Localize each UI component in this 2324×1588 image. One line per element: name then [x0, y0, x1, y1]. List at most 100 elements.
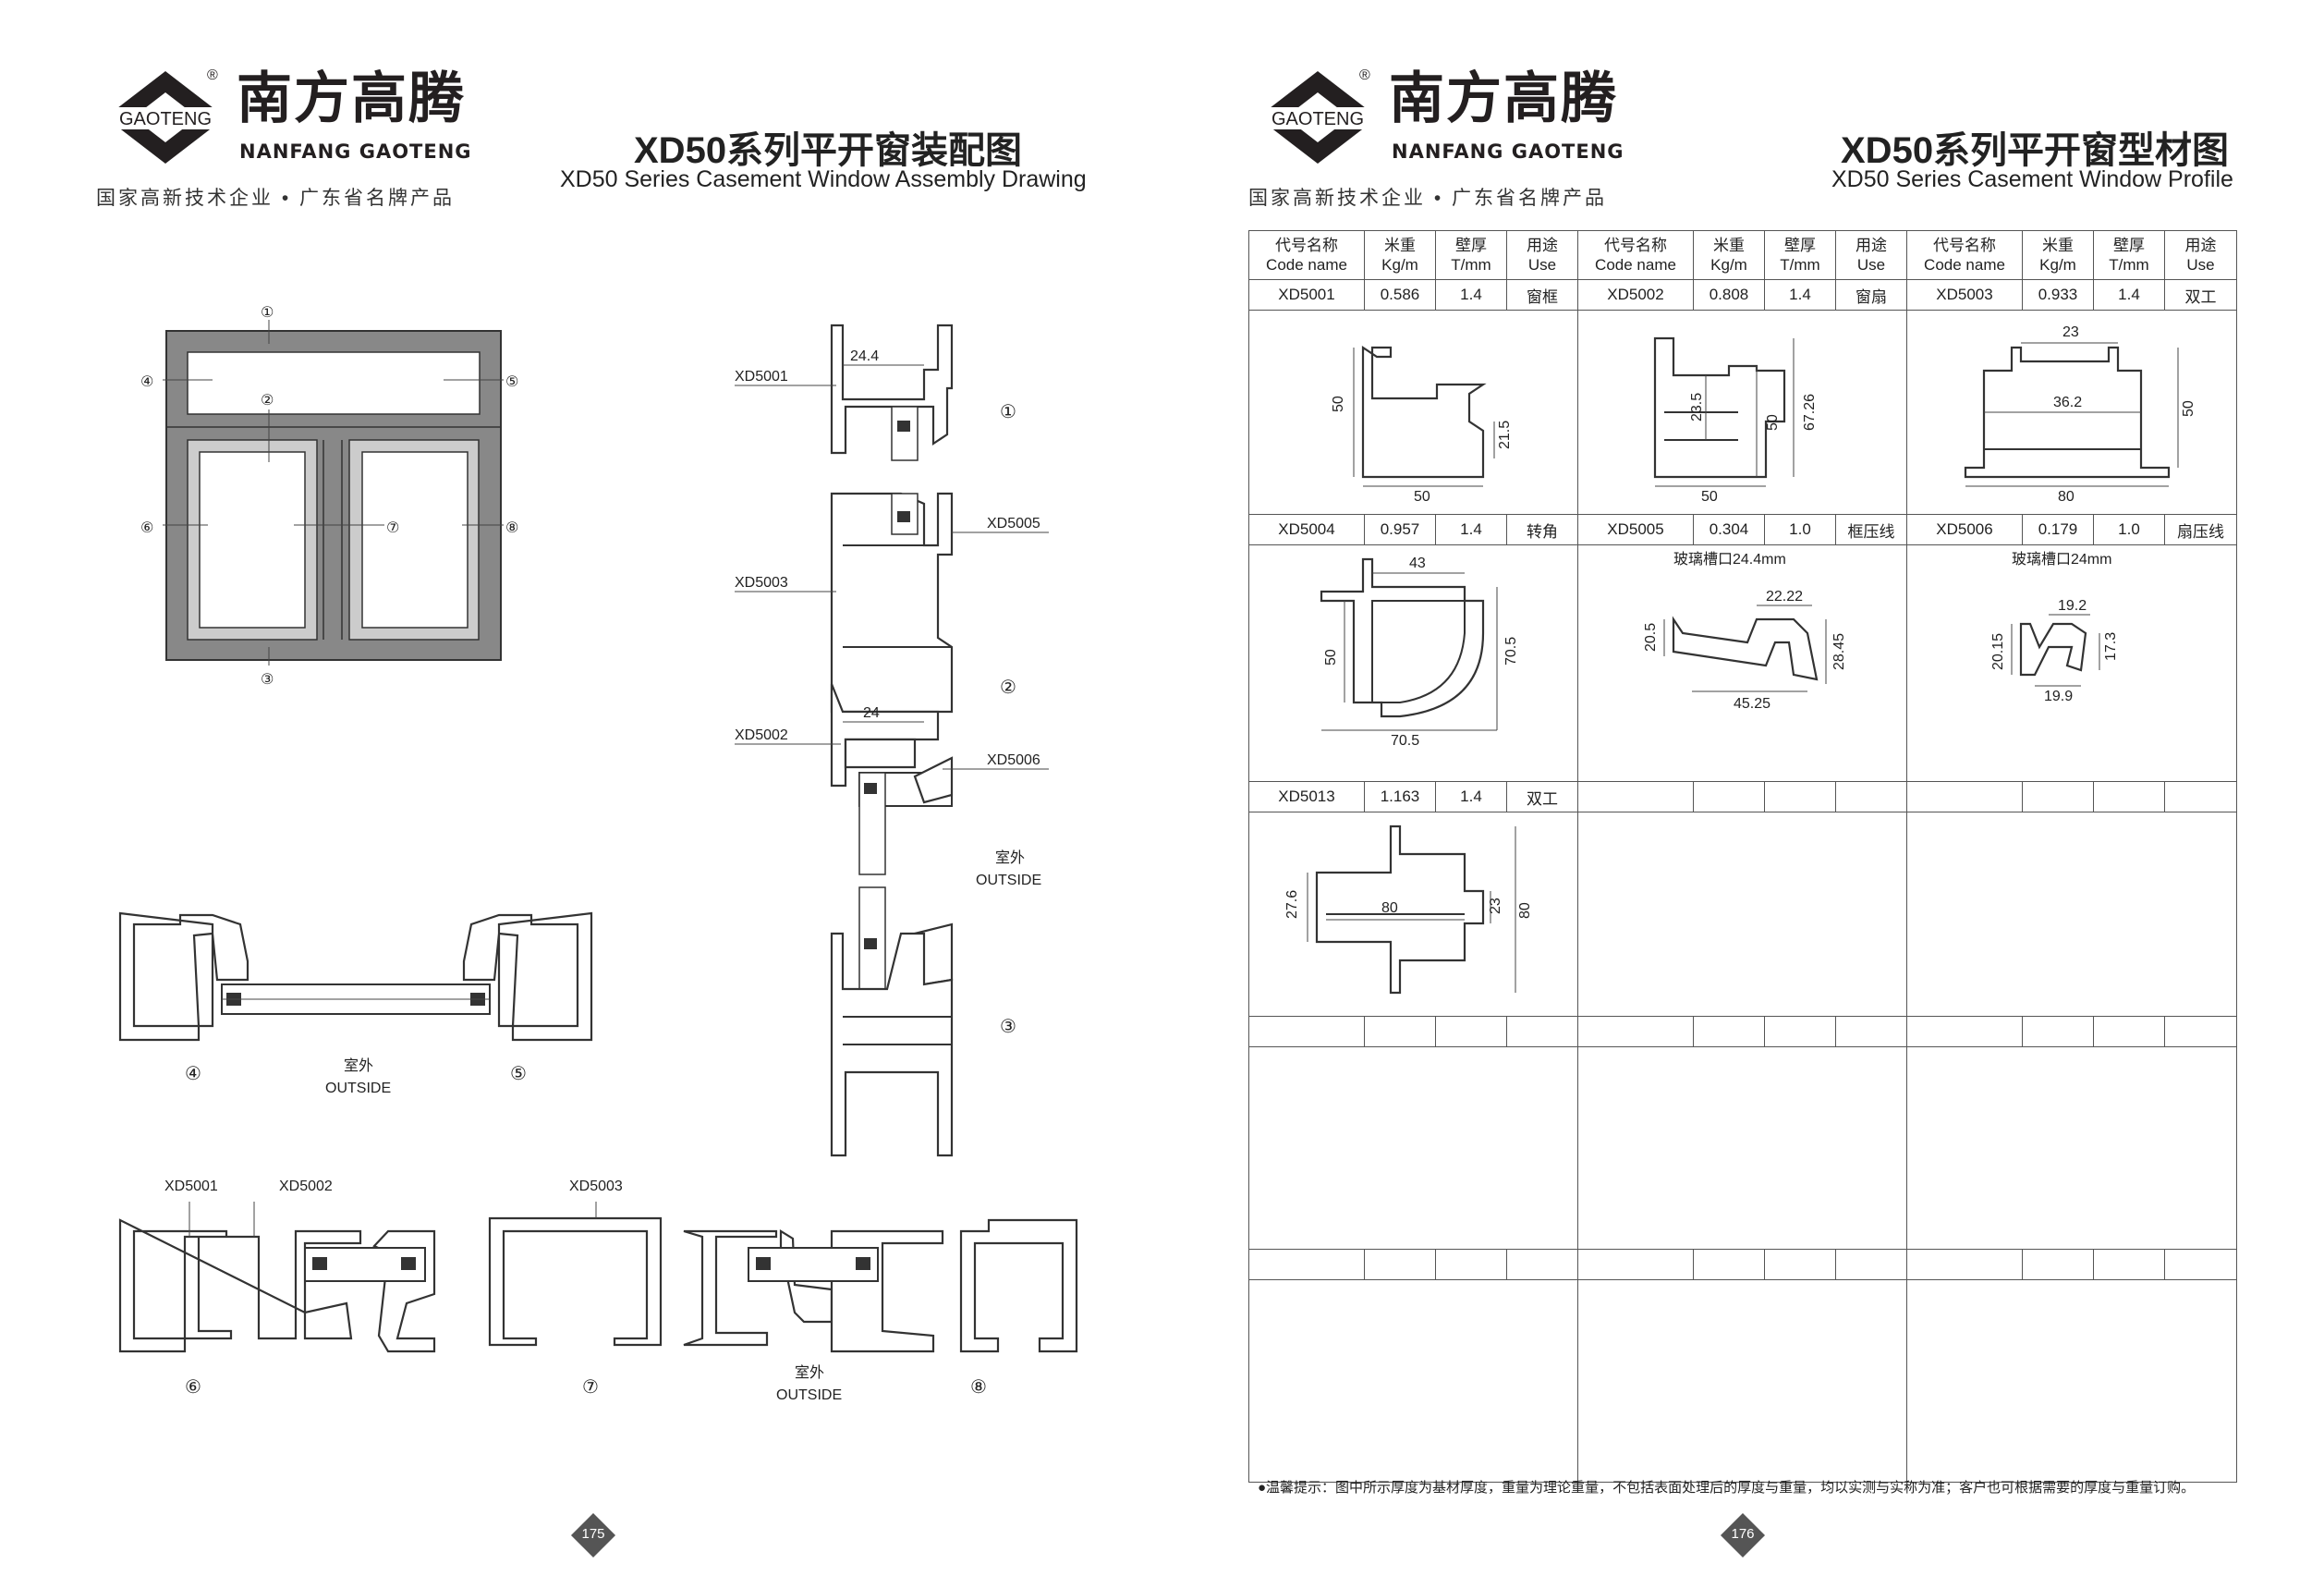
window-elevation [163, 320, 504, 666]
table-row: XD5013 1.163 1.4 双工 [1248, 781, 2237, 812]
thickness-cell: 1.4 [1435, 514, 1507, 545]
empty-cell [2022, 1016, 2094, 1047]
empty-cell [1835, 1016, 1907, 1047]
empty-cell [2093, 1249, 2165, 1280]
empty-cell [1435, 1249, 1507, 1280]
outside-cn-h2: 室外 [795, 1364, 824, 1381]
marker-3: ③ [261, 672, 274, 688]
thickness-cell: 1.0 [2093, 514, 2165, 545]
empty-cell [1248, 1016, 1365, 1047]
dim-label: 36.2 [2053, 395, 2082, 410]
header-weight-cn: 米重 [1713, 237, 1745, 254]
outside-en-h1: OUTSIDE [325, 1081, 391, 1096]
gaoteng-logo-icon: GAOTENG ® [96, 67, 235, 164]
marker-4-h: ④ [185, 1064, 201, 1084]
header-code-cn: 代号名称 [1275, 237, 1338, 254]
marker-5-h: ⑤ [510, 1064, 527, 1084]
label-xd5002-v: XD5002 [735, 727, 788, 743]
code-cell: XD5006 [1906, 514, 2023, 545]
marker-4: ④ [140, 374, 153, 390]
empty-cell [1693, 1249, 1765, 1280]
marker-1-v: ① [1000, 402, 1016, 422]
empty-drawing-cell [1577, 812, 1907, 1017]
marker-8-h: ⑧ [970, 1377, 987, 1398]
marker-6: ⑥ [140, 520, 153, 536]
thickness-cell: 1.4 [1435, 279, 1507, 311]
dim-label: 23 [2062, 324, 2079, 340]
dim-label: 80 [1517, 902, 1533, 919]
page-number-right-text: 176 [1731, 1526, 1755, 1542]
empty-cell [1506, 1016, 1578, 1047]
empty-cell [1835, 781, 1907, 812]
empty-cell [2164, 1249, 2237, 1280]
weight-cell: 0.808 [1693, 279, 1765, 311]
weight-cell: 0.304 [1693, 514, 1765, 545]
dim-label: 19.2 [2058, 598, 2087, 614]
table-row-empty [1248, 1249, 2237, 1280]
table-row-empty [1248, 1016, 2237, 1047]
empty-cell [1835, 1249, 1907, 1280]
dim-label: 20.15 [1990, 633, 2006, 670]
empty-drawing-cell [1248, 1279, 1578, 1483]
header-weight-cn: 米重 [2042, 237, 2074, 254]
empty-drawing-cell [1906, 1279, 2237, 1483]
empty-cell [1577, 1249, 1694, 1280]
table-row: XD5001 0.586 1.4 窗框 XD5002 0.808 1.4 窗扇 … [1248, 279, 2237, 311]
empty-cell [1577, 1016, 1694, 1047]
profile-note: 玻璃槽口24mm [2012, 551, 2111, 568]
position-markers: ① ② ③ ④ ⑤ ⑥ ⑦ ⑧ [140, 305, 518, 688]
dim-label: 22.22 [1766, 589, 1803, 605]
horizontal-section-6-7-8 [118, 1202, 1078, 1353]
empty-cell [1435, 1016, 1507, 1047]
dim-label: 27.6 [1284, 890, 1300, 919]
use-cell: 双工 [2164, 279, 2237, 311]
page-title-cn-right: XD50系列平开窗型材图 [1841, 130, 2230, 171]
header-weight-en: Kg/m [2039, 256, 2076, 274]
header-thick-en: T/mm [1780, 256, 1820, 274]
empty-cell [1906, 781, 2023, 812]
outside-cn-v: 室外 [995, 849, 1025, 866]
horizontal-section-4-5-labels: ④ ⑤ 室外 OUTSIDE [185, 1057, 527, 1096]
dim-label: 28.45 [1831, 633, 1847, 670]
header-use-en: Use [2186, 256, 2215, 274]
empty-drawing-cell [1906, 812, 2237, 1017]
dim-label: 80 [1381, 900, 1398, 916]
dim-label: 50 [1414, 489, 1430, 505]
brand-name-cn: 南方高腾 [237, 67, 466, 131]
profile-drawing-xd5003: 23 36.2 50 80 [1906, 310, 2237, 515]
code-cell: XD5003 [1906, 279, 2023, 311]
header-use-cn: 用途 [2184, 237, 2217, 254]
empty-cell [1693, 1016, 1765, 1047]
header-thick-cn: 壁厚 [2113, 237, 2145, 254]
label-xd5001-v: XD5001 [735, 369, 788, 385]
marker-7-h: ⑦ [582, 1377, 599, 1398]
header-code-cn: 代号名称 [1604, 237, 1667, 254]
empty-cell [1764, 781, 1836, 812]
header-use: 用途 Use [2164, 230, 2237, 280]
logo-word: GAOTENG [119, 109, 212, 129]
header-use-en: Use [1856, 256, 1886, 274]
gaoteng-logo-icon: GAOTENG ® [1248, 67, 1387, 164]
header-code-en: Code name [1924, 256, 2005, 274]
empty-drawing-cell [1906, 1046, 2237, 1250]
profile-drawing-xd5001: 50 50 21.5 [1248, 310, 1578, 515]
header-weight-cn: 米重 [1384, 237, 1416, 254]
marker-8: ⑧ [505, 520, 518, 536]
thickness-cell: 1.4 [1435, 781, 1507, 812]
outside-en-h2: OUTSIDE [776, 1387, 842, 1403]
page-number-right: 176 [1720, 1512, 1766, 1558]
profile-note: 玻璃槽口24.4mm [1673, 551, 1786, 568]
empty-cell [2093, 781, 2165, 812]
dim-label: 70.5 [1391, 733, 1419, 749]
empty-cell [1506, 1249, 1578, 1280]
empty-cell [1248, 1249, 1365, 1280]
thickness-cell: 1.0 [1764, 514, 1836, 545]
dim-label: 50 [2181, 400, 2196, 417]
profile-drawing-xd5004: 43 50 70.5 70.5 [1248, 544, 1578, 782]
use-cell: 扇压线 [2164, 514, 2237, 545]
profile-drawing-xd5006: 玻璃槽口24mm 19.2 20.15 17.3 19.9 [1906, 544, 2237, 782]
